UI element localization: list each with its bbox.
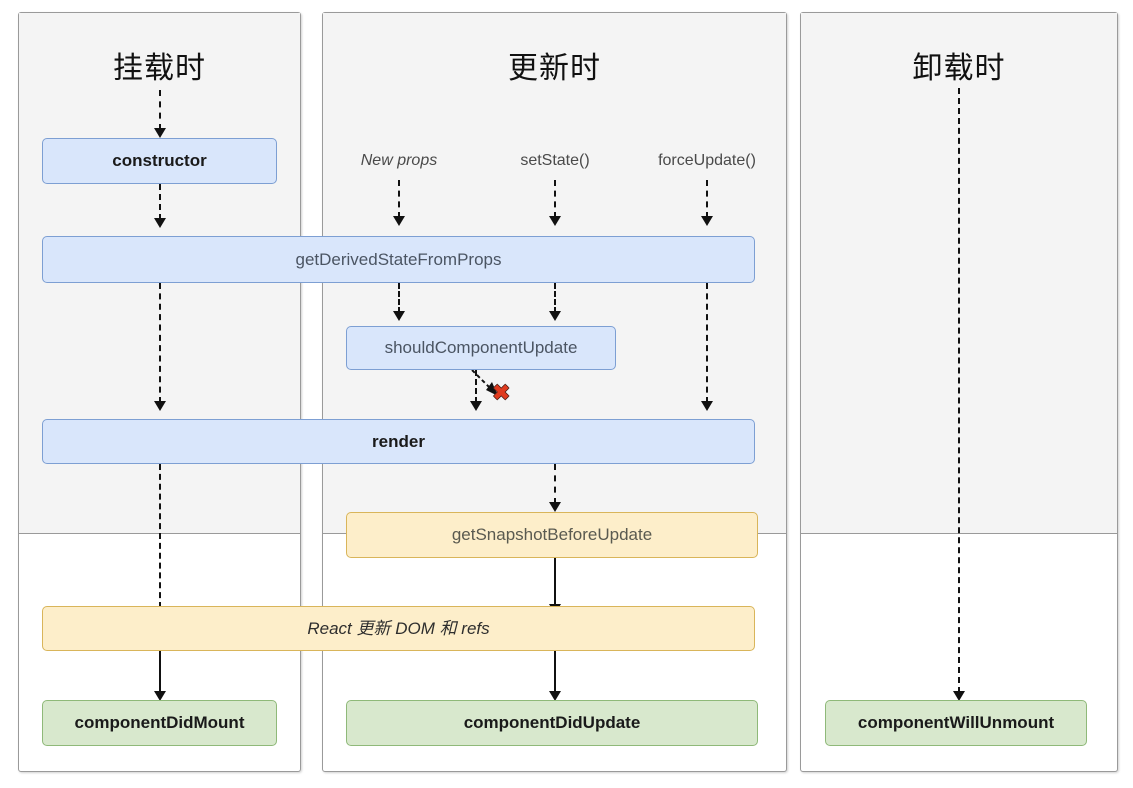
arrowhead-gdsfp-newprops xyxy=(393,216,405,226)
arrowhead-gdsfp-forceupdate xyxy=(701,216,713,226)
arrowhead-snapshot xyxy=(549,502,561,512)
arrowhead-scu-left xyxy=(393,311,405,321)
connector-start-to-constructor xyxy=(159,90,161,130)
connector-snapshot-to-reactdom xyxy=(554,558,556,606)
trigger-set-state: setState() xyxy=(520,152,590,169)
connector-newprops-to-gdsfp xyxy=(398,180,400,218)
arrowhead-gdsfp-left xyxy=(154,218,166,228)
connector-render-to-snapshot xyxy=(554,464,556,504)
trigger-new-props: New props xyxy=(360,152,438,169)
connector-scu-to-render xyxy=(475,370,477,403)
connector-gdsfp-to-render-left xyxy=(159,283,161,403)
connector-forceupdate-to-gdsfp xyxy=(706,180,708,218)
connector-start-to-will-unmount xyxy=(958,88,960,693)
panel-title-unmounting: 卸载时 xyxy=(912,51,1006,86)
arrowhead-render-left xyxy=(154,401,166,411)
node-component-did-mount[interactable]: componentDidMount xyxy=(42,700,277,746)
connector-reactdom-to-did-mount xyxy=(159,651,161,693)
arrowhead-constructor xyxy=(154,128,166,138)
node-get-snapshot-before-update[interactable]: getSnapshotBeforeUpdate xyxy=(346,512,758,558)
connector-render-to-reactdom-left xyxy=(159,464,161,608)
node-component-will-unmount[interactable]: componentWillUnmount xyxy=(825,700,1087,746)
panel-title-mounting: 挂载时 xyxy=(113,51,206,86)
connector-reactdom-to-did-update xyxy=(554,651,556,693)
connector-scu-to-skip-x xyxy=(471,369,498,396)
node-should-component-update[interactable]: shouldComponentUpdate xyxy=(346,326,616,370)
arrowhead-gdsfp-setstate xyxy=(549,216,561,226)
node-get-derived-state-from-props[interactable]: getDerivedStateFromProps xyxy=(42,236,755,283)
trigger-force-update: forceUpdate() xyxy=(658,152,756,169)
connector-constructor-to-gdsfp xyxy=(159,184,161,220)
skip-render-x-icon: ✖ xyxy=(492,380,511,405)
node-render[interactable]: render xyxy=(42,419,755,464)
connector-setstate-to-gdsfp xyxy=(554,180,556,218)
node-react-updates-dom[interactable]: React 更新 DOM 和 refs xyxy=(42,606,755,651)
node-constructor[interactable]: constructor xyxy=(42,138,277,184)
connector-gdsfp-to-scu-left xyxy=(398,283,400,313)
arrowhead-render-forceupdate xyxy=(701,401,713,411)
connector-gdsfp-to-scu-right xyxy=(554,283,556,313)
arrowhead-did-update xyxy=(549,691,561,701)
node-component-did-update[interactable]: componentDidUpdate xyxy=(346,700,758,746)
arrowhead-render-center xyxy=(470,401,482,411)
arrowhead-scu-right xyxy=(549,311,561,321)
arrowhead-did-mount xyxy=(154,691,166,701)
connector-gdsfp-to-render-forceupdate xyxy=(706,283,708,403)
arrowhead-will-unmount xyxy=(953,691,965,701)
panel-title-updating: 更新时 xyxy=(508,51,601,86)
